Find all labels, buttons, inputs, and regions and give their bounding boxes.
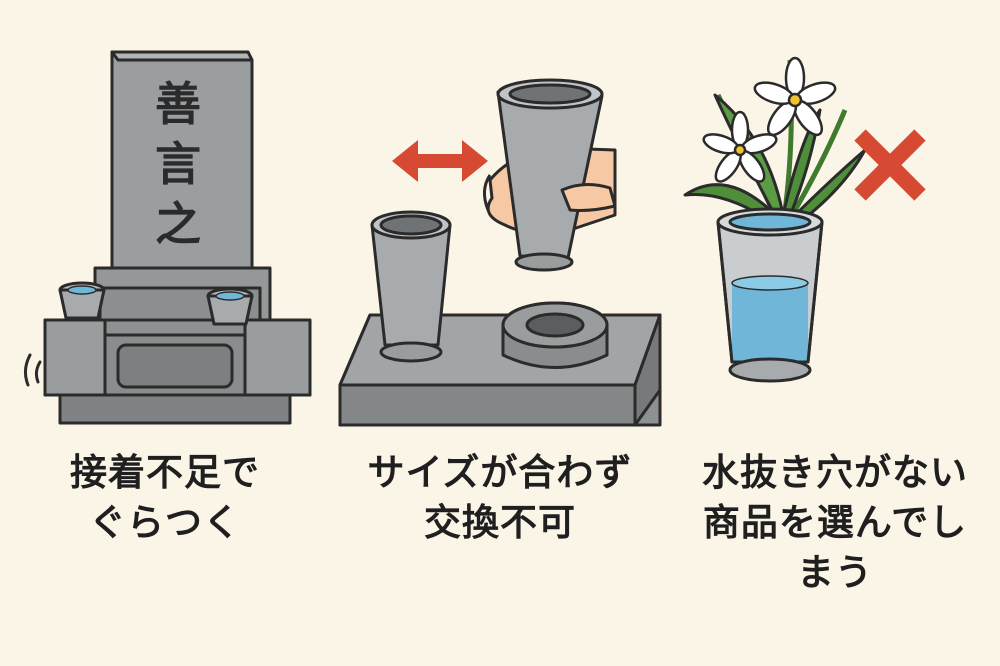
panel-vase-swap: サイズが合わず 交換不可 [330,0,670,666]
caption-line: まう [797,551,873,594]
caption-no-drain-hole: 水抜き穴がない 商品を選んでし まう [680,448,990,598]
caption-line: 交換不可 [424,501,576,544]
caption-loose-adhesive: 接着不足で ぐらつく [30,448,300,548]
tombstone-icon: 善 言 之 [23,50,312,425]
caption-line: 接着不足で [70,451,260,494]
caption-line: ぐらつく [89,501,241,544]
caption-line: 商品を選んでし [702,501,968,544]
caption-size-mismatch: サイズが合わず 交換不可 [350,448,650,548]
caption-line: 水抜き穴がない [702,451,968,494]
vase-swap-icon [338,78,662,427]
engraving-char-2: 言 [155,137,201,191]
engraving-char-1: 善 [155,77,201,131]
flower-vase-icon [683,56,926,383]
engraving-char-3: 之 [155,197,201,251]
caption-line: サイズが合わず [367,451,633,494]
panel-tombstone: 善 言 之 接着不足で ぐらつく [0,0,330,666]
panel-no-drain-hole: 水抜き穴がない 商品を選んでし まう [670,0,1000,666]
